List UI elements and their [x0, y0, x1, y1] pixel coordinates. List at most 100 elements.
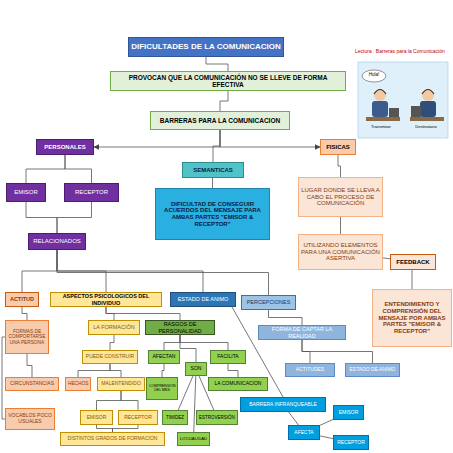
box-text: BARRERA INFRANQUEABLE [243, 402, 323, 408]
concept-box: HECHOS [65, 377, 91, 391]
connector [26, 202, 57, 233]
concept-box: TIMIDEZ [162, 410, 188, 425]
box-text: FORMA DE CAPTAR LA REALIDAD [261, 326, 343, 338]
concept-box: EMISOR [6, 183, 46, 202]
box-text: FEEDBACK [393, 259, 433, 266]
connector [22, 250, 57, 292]
person-body [372, 101, 388, 117]
concept-box: DIFICULTAD DE CONSEGUIR ACUERDOS DEL MEN… [155, 188, 270, 240]
note-text: Transmisor [361, 125, 401, 129]
box-text: LA COMUNICACION [211, 381, 265, 387]
concept-box: AFECTA [288, 425, 320, 440]
concept-box: FORMAS DE COMPORTARSE UNA PERSONA [5, 320, 49, 354]
connector [57, 250, 269, 295]
concept-box: BARRERA INFRANQUEABLE [240, 397, 326, 412]
connector [57, 250, 203, 292]
box-text: EMISOR [9, 189, 43, 196]
concept-box: COMPRENSION DEL MNS [146, 377, 178, 400]
concept-box: PERSONALES [36, 139, 94, 155]
box-text: FISICAS [323, 144, 353, 151]
concept-box: VOCABLOS POCO USUALES [5, 408, 55, 430]
connector [94, 130, 220, 147]
concept-box: RECEPTOR [333, 435, 369, 450]
box-text: SEMANTICAS [185, 167, 241, 174]
desk [366, 117, 400, 121]
connector [180, 335, 196, 362]
box-text: SON [188, 366, 204, 372]
concept-box: PUEDE CONSTRUIR [82, 350, 138, 364]
connector [212, 178, 213, 188]
connector [78, 364, 110, 377]
concept-box: MALENTENDIDO [97, 377, 145, 391]
picture-frame [358, 62, 448, 138]
box-text: EMISOR [336, 410, 361, 416]
box-text: DIFICULTAD DE CONSEGUIR ACUERDOS DEL MEN… [158, 201, 267, 228]
concept-box: SON [185, 362, 207, 376]
box-text: PERSONALES [39, 144, 91, 151]
person-body [420, 101, 436, 117]
concept-box: SEMANTICAS [182, 162, 244, 178]
box-text: TIMIDEZ [165, 415, 185, 420]
connector [57, 202, 92, 233]
box-text: DISTINTOS GRADOS DE FORMACION [63, 436, 162, 442]
concept-box: RELACIONADOS [28, 233, 86, 250]
connector [27, 354, 32, 377]
connector [162, 364, 164, 377]
concept-box: FORMA DE CAPTAR LA REALIDAD [258, 325, 346, 340]
box-text: FORMAS DE COMPORTARSE UNA PERSONA [8, 329, 46, 345]
note-text: Destinatario [405, 125, 447, 129]
concept-box: ESTROVERSIÓN [196, 410, 238, 425]
concept-box: ENTENDIMIENTO Y COMPRENSIÓN DEL MENSAJE … [372, 289, 452, 347]
connector [220, 130, 320, 147]
concept-box: CIRCUNSTANCIAS [5, 377, 59, 391]
box-text: HECHOS [68, 381, 88, 386]
person-head [374, 89, 386, 101]
box-text: AFECTA [291, 430, 317, 436]
box-text: UTILIZANDO ELEMENTOS PARA UNA COMUNICACI… [301, 242, 380, 262]
box-text: PERCEPCIONES [244, 299, 293, 305]
connector [164, 335, 180, 350]
box-text: RECEPTOR [121, 415, 155, 421]
concept-box: AFECTAN [148, 350, 180, 364]
concept-box: FISICAS [320, 139, 356, 155]
box-text: MALENTENDIDO [100, 381, 142, 387]
box-text: AFECTAN [151, 354, 177, 360]
connector [97, 391, 122, 410]
connector [106, 307, 180, 320]
box-text: RELACIONADOS [31, 238, 83, 245]
concept-box: FEEDBACK [390, 254, 436, 270]
box-text: LOCUALIDAD [180, 437, 207, 442]
box-text: DIFICULTADES DE LA COMUNICACION [131, 43, 281, 52]
box-text: FACILITA [213, 354, 243, 360]
headset [422, 90, 434, 95]
note-text: Hola! [363, 73, 385, 78]
concept-box: BARRERAS PARA LA COMUNICACION [150, 111, 290, 130]
connector [320, 419, 333, 425]
concept-box: EMISOR [80, 410, 113, 425]
box-text: ESTADO DE ANIMO [173, 296, 233, 302]
concept-box: ACTITUD [5, 292, 39, 307]
box-text: BARRERAS PARA LA COMUNICACION [153, 117, 287, 124]
box-text: ESTADO DE ANIMO [348, 367, 397, 373]
connector [180, 335, 228, 350]
connector [269, 310, 303, 325]
box-text: RECEPTOR [67, 189, 116, 196]
connector [340, 217, 341, 234]
connector [338, 155, 341, 177]
box-text: CIRCUNSTANCIAS [8, 381, 56, 387]
box-text: LUGAR DONDE SE LLEVA A CABO EL PROCESO D… [301, 187, 380, 207]
concept-box: LUGAR DONDE SE LLEVA A CABO EL PROCESO D… [298, 177, 383, 217]
box-text: VOCABLOS POCO USUALES [8, 413, 52, 424]
connector [26, 155, 65, 183]
connector [383, 257, 390, 259]
connector [206, 57, 228, 71]
concept-box: LA FORMACIÓN [88, 320, 140, 335]
connector [121, 391, 138, 410]
concept-box: RECEPTOR [118, 410, 158, 425]
speech-bubble [362, 70, 386, 82]
concept-box: ESTADO DE ANIMO [170, 292, 236, 307]
connector [228, 364, 238, 377]
connector [65, 155, 92, 183]
note-text: Lectura : Barreras para la Comunicación [355, 49, 451, 55]
